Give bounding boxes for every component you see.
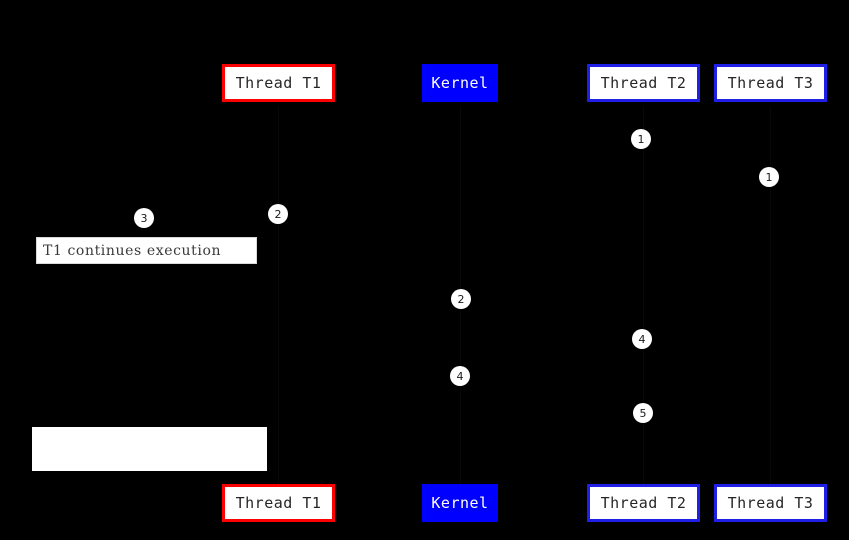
lifeline-tick-thread-t1: [277, 102, 280, 106]
participant-thread-t2-header[interactable]: Thread T2: [587, 64, 700, 102]
marker-kernel-2: 2: [451, 289, 471, 309]
participant-thread-t2-footer[interactable]: Thread T2: [587, 484, 700, 522]
lifeline-tick-kernel: [459, 102, 462, 106]
participant-label: Kernel: [431, 73, 489, 92]
marker-t3-1: 1: [759, 167, 779, 187]
participant-label: Thread T3: [727, 493, 814, 512]
marker-t2-1: 1: [631, 129, 651, 149]
lifeline-thread-t2: [643, 102, 644, 484]
lifeline-thread-t1: [278, 102, 279, 484]
participant-thread-t1-header[interactable]: Thread T1: [222, 64, 335, 102]
participant-kernel-footer[interactable]: Kernel: [422, 484, 498, 522]
marker-t2-4: 4: [632, 329, 652, 349]
participant-kernel-header[interactable]: Kernel: [422, 64, 498, 102]
participant-label: Kernel: [431, 493, 489, 512]
participant-label: Thread T1: [235, 493, 322, 512]
participant-label: Thread T1: [235, 73, 322, 92]
lifeline-tick-thread-t3: [769, 102, 772, 106]
participant-thread-t3-footer[interactable]: Thread T3: [714, 484, 827, 522]
note-t1-continues: T1 continues execution: [36, 237, 257, 264]
marker-t1-2: 2: [268, 204, 288, 224]
note-text: T1 continues execution: [43, 242, 222, 259]
note-blank-lower: [32, 427, 267, 471]
lifeline-thread-t3: [770, 102, 771, 484]
marker-kernel-4: 4: [450, 366, 470, 386]
participant-label: Thread T2: [600, 73, 687, 92]
participant-thread-t1-footer[interactable]: Thread T1: [222, 484, 335, 522]
marker-t2-5: 5: [633, 403, 653, 423]
marker-t1-3: 3: [134, 208, 154, 228]
participant-label: Thread T2: [600, 493, 687, 512]
lifeline-tick-thread-t2: [642, 102, 645, 106]
participant-label: Thread T3: [727, 73, 814, 92]
participant-thread-t3-header[interactable]: Thread T3: [714, 64, 827, 102]
